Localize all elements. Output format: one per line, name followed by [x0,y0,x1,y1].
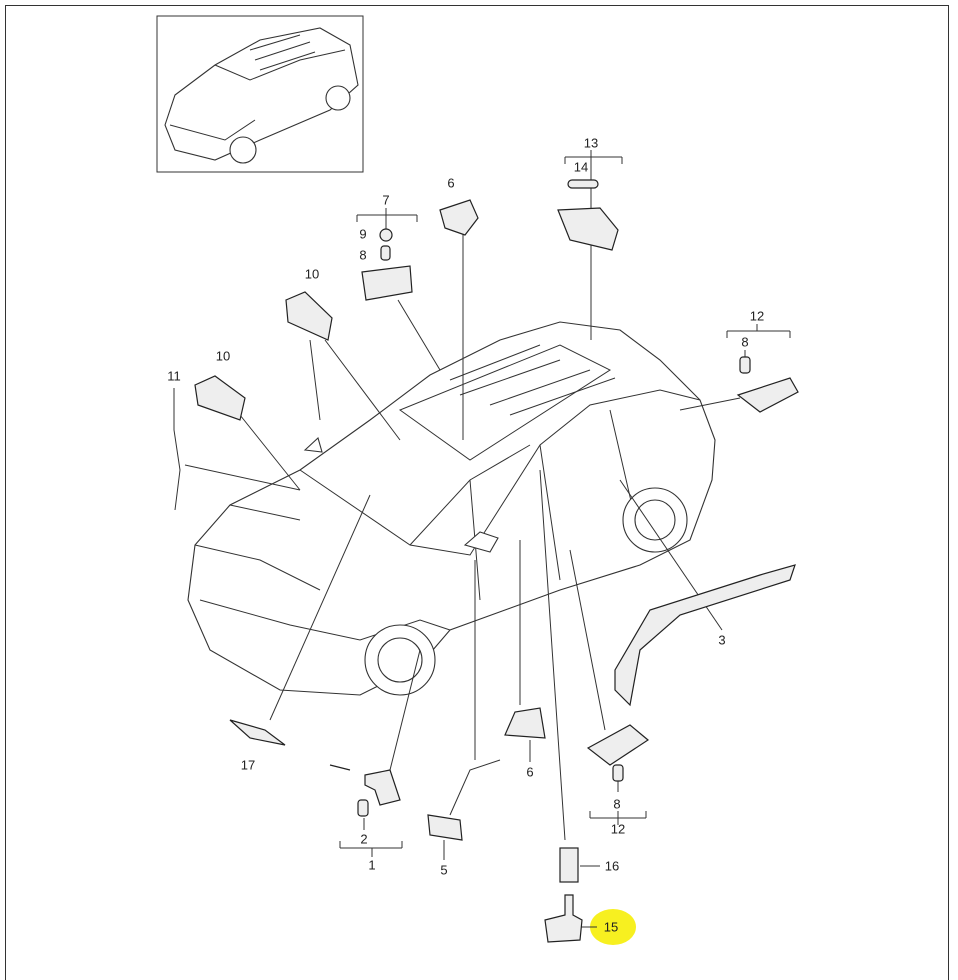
part-11-cable [173,388,181,511]
part-17-strip [229,719,286,746]
callout-14[interactable]: 14 [573,159,589,175]
vehicle-drawing [187,321,716,696]
callout-3[interactable]: 3 [718,632,726,648]
part-10-lower [194,375,246,421]
callout-5[interactable]: 5 [440,862,448,878]
callout-9[interactable]: 9 [359,226,367,242]
part-2-lamp [329,764,401,806]
callout-17[interactable]: 17 [240,757,256,773]
part-2-bulb [357,799,369,817]
callout-8[interactable]: 8 [613,796,621,812]
callout-12[interactable]: 12 [749,308,765,324]
part-15-socket [544,894,583,943]
callout-1[interactable]: 1 [368,857,376,873]
part-13-light [557,207,619,251]
callout-16[interactable]: 16 [604,858,620,874]
diagram-frame [5,5,949,980]
part-10-upper [285,291,333,341]
part-6-sensor-bottom [504,707,546,739]
callout-12[interactable]: 12 [610,821,626,837]
callout-7[interactable]: 7 [382,192,390,208]
part-14-bulb [567,179,599,189]
callout-6[interactable]: 6 [447,175,455,191]
part-5-cable [449,759,501,816]
part-5-switch [427,814,463,841]
leader-lines [184,150,791,928]
part-3-ambient-strip [614,564,796,707]
callout-2[interactable]: 2 [360,831,368,847]
callout-10[interactable]: 10 [304,266,320,282]
part-12-light-bottom [586,724,650,766]
highlight-marker [590,909,636,945]
callout-15-highlighted[interactable]: 15 [603,919,619,935]
part-12-light-right [736,377,799,413]
callout-13[interactable]: 13 [583,135,599,151]
part-8-top [380,245,391,261]
callout-8[interactable]: 8 [741,334,749,350]
part-8-bottom [612,764,624,782]
part-9 [379,228,393,242]
part-7-light [361,265,413,301]
callout-8[interactable]: 8 [359,247,367,263]
callout-6[interactable]: 6 [526,764,534,780]
part-16-sleeve [559,847,579,883]
callout-11[interactable]: 11 [167,368,181,384]
parts [173,179,799,943]
callout-10[interactable]: 10 [215,348,231,364]
part-8-right [739,356,751,374]
overview-thumbnail [156,15,364,173]
part-6-sensor-top [439,199,479,236]
